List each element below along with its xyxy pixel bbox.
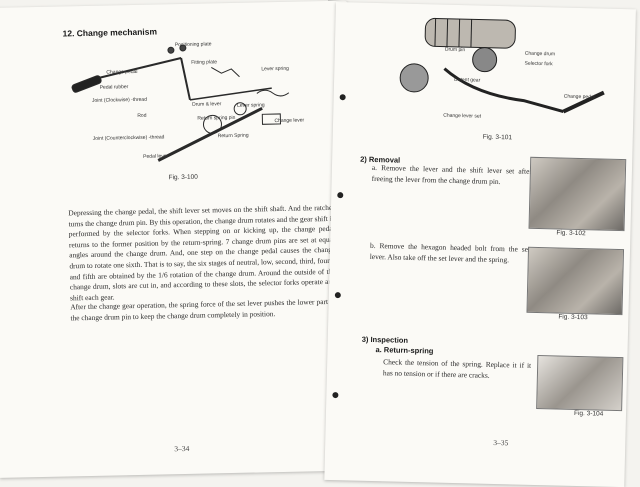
diagram-label: Selector fork	[524, 60, 553, 68]
figure-caption: Fig. 3-104	[573, 409, 604, 418]
diagram-label: Lever spring	[261, 65, 289, 73]
diagram-label: Change lever	[274, 117, 305, 125]
figure-caption: Fig. 3-103	[558, 313, 588, 322]
spring-photo	[536, 355, 624, 412]
engine-photo	[528, 156, 627, 232]
figure-caption: Fig. 3-102	[556, 229, 586, 238]
binding-hole	[337, 192, 344, 199]
diagram-label: Drum & lever	[192, 101, 222, 108]
diagram-label: Change pedal	[106, 68, 138, 76]
diagram-label: Fitting plate	[191, 59, 218, 66]
page-number: 3–34	[174, 443, 190, 454]
left-page: 12. Change mechanism Positioning plate C…	[0, 0, 358, 478]
inspection-text: Check the tension of the spring. Replace…	[382, 357, 532, 380]
diagram-label: Return spring pin	[197, 114, 236, 122]
removal-step-a: a. Remove the lever and the shift lever …	[371, 162, 533, 186]
diagram-label: Lever spring	[237, 102, 265, 109]
diagram-label: Detent gear	[454, 76, 481, 84]
removal-step-b: b. Remove the hexagon headed bolt from t…	[369, 240, 531, 264]
engine-photo	[526, 246, 625, 316]
change-mechanism-diagram	[71, 44, 290, 162]
diagram-label: Change drum	[524, 50, 556, 58]
right-page: Drum pin Change drum Selector fork Deten…	[324, 2, 636, 487]
binding-hole	[334, 292, 341, 299]
diagram-label: Drum pin	[444, 46, 466, 54]
diagram-label: Pedal lever	[143, 153, 169, 160]
inspection-heading: 3) Inspection	[361, 334, 409, 345]
description-paragraph: After the change gear operation, the spr…	[70, 296, 337, 322]
diagram-label: Joint (Clockwise) -thread	[91, 96, 148, 104]
inspection-subheading: a. Return-spring	[375, 345, 434, 356]
diagram-label: Change lever set	[443, 112, 482, 120]
section-title: 12. Change mechanism	[62, 26, 158, 39]
figure-caption: Fig. 3-101	[482, 133, 513, 142]
binding-hole	[332, 392, 339, 399]
page-number: 3–35	[493, 437, 509, 448]
diagram-label: Rod	[137, 112, 147, 119]
change-drum-diagram	[399, 17, 605, 114]
figure-caption: Fig. 3-100	[168, 173, 198, 182]
diagram-label: Positioning plate	[174, 41, 212, 49]
diagram-label: Return Spring	[217, 132, 249, 140]
binding-hole	[339, 94, 346, 101]
diagram-label: Pedal rubber	[99, 84, 129, 91]
diagram-label: Change pedal	[563, 93, 595, 101]
description-paragraph: Depressing the change pedal, the shift l…	[68, 202, 336, 303]
